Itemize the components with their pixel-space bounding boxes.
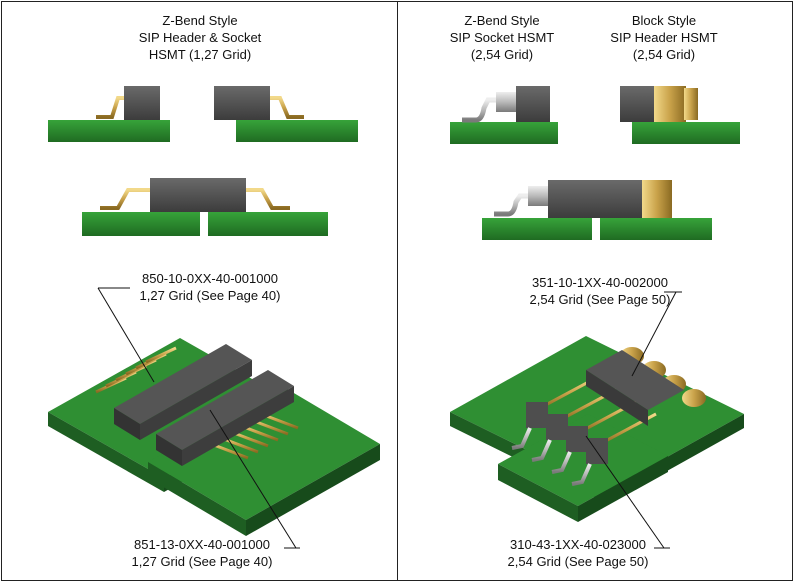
z-bend-pin xyxy=(270,96,304,119)
right-callout-bottom: 310-43-1XX-40-023000 2,54 Grid (See Page… xyxy=(498,536,658,570)
pcb-board xyxy=(498,414,668,506)
callout-leader xyxy=(631,291,677,377)
pcb-board xyxy=(632,122,740,144)
z-bend-pin xyxy=(246,188,290,210)
left-mated-pair xyxy=(82,178,328,236)
socket-body xyxy=(516,86,550,122)
callout-leader xyxy=(97,287,155,383)
header-body xyxy=(620,86,656,122)
left-panel-title: Z-Bend Style SIP Header & Socket HSMT (1… xyxy=(110,12,290,63)
pcb-board xyxy=(208,212,328,236)
header-body xyxy=(124,86,160,120)
left-isometric-assembly xyxy=(48,338,380,536)
pcb-board xyxy=(236,120,358,142)
mated-body xyxy=(150,178,246,212)
socket-body xyxy=(156,370,294,450)
right-top-header xyxy=(566,86,740,144)
left-callout-top-part: 850-10-0XX-40-001000 xyxy=(142,271,278,286)
panel-divider xyxy=(397,1,398,581)
left-callout-top-grid: 1,27 Grid (See Page 40) xyxy=(139,288,281,303)
right-callout-top: 351-10-1XX-40-002000 2,54 Grid (See Page… xyxy=(520,274,680,308)
callout-leader xyxy=(585,435,665,549)
right-title-a-line-1: Z-Bend Style xyxy=(464,13,540,28)
right-title-b-line-3: (2,54 Grid) xyxy=(632,47,696,62)
pcb-edge xyxy=(246,444,380,536)
left-callout-bottom: 851-13-0XX-40-001000 1,27 Grid (See Page… xyxy=(122,536,282,570)
socket-sleeve xyxy=(528,186,550,206)
header-body-front xyxy=(586,370,648,426)
left-callout-bottom-grid: 1,27 Grid (See Page 40) xyxy=(131,554,273,569)
right-callout-bottom-grid: 2,54 Grid (See Page 50) xyxy=(507,554,649,569)
right-panel-title-b: Block Style SIP Header HSMT (2,54 Grid) xyxy=(594,12,734,63)
right-title-a-line-2: SIP Socket HSMT xyxy=(449,30,555,45)
silver-pins xyxy=(511,427,592,486)
pcb-board xyxy=(450,122,558,144)
right-isometric-assembly xyxy=(450,336,744,522)
header-body-front xyxy=(140,360,252,440)
header-body xyxy=(114,344,252,424)
header-gold-block xyxy=(654,86,686,122)
pcb-edge xyxy=(48,412,164,492)
pcb-board xyxy=(148,386,380,520)
right-callout-top-grid: 2,54 Grid (See Page 50) xyxy=(529,292,671,307)
pcb-board xyxy=(48,120,170,142)
pcb-board xyxy=(82,212,200,236)
socket-body xyxy=(214,86,270,120)
socket-body-front xyxy=(182,386,294,466)
left-title-line-2: SIP Header & Socket xyxy=(138,30,262,45)
pcb-board xyxy=(600,218,712,240)
right-title-a-line-3: (2,54 Grid) xyxy=(470,47,534,62)
socket-sleeve xyxy=(496,92,518,112)
pcb-board xyxy=(482,218,592,240)
left-callout-bottom-part: 851-13-0XX-40-001000 xyxy=(134,537,270,552)
z-bend-pin xyxy=(494,193,530,217)
left-title-line-3: HSMT (1,27 Grid) xyxy=(148,47,252,62)
header-gold-end xyxy=(684,88,698,120)
socket-body-side xyxy=(156,434,182,466)
mated-body xyxy=(548,180,644,218)
header-gold-block xyxy=(642,180,672,218)
header-body-side xyxy=(114,408,140,440)
pcb-edge xyxy=(148,462,246,536)
callout-leader xyxy=(209,409,297,549)
left-top-header xyxy=(48,86,170,142)
right-top-socket xyxy=(450,86,558,144)
z-bend-pin xyxy=(96,96,126,119)
right-title-b-line-2: SIP Header HSMT xyxy=(610,30,718,45)
pcb-board xyxy=(450,336,744,490)
left-top-socket xyxy=(214,86,358,142)
left-title-line-1: Z-Bend Style xyxy=(162,13,238,28)
right-title-b-line-1: Block Style xyxy=(631,13,697,28)
right-panel-title-a: Z-Bend Style SIP Socket HSMT (2,54 Grid) xyxy=(432,12,572,63)
z-bend-pin xyxy=(462,97,498,123)
right-callout-bottom-part: 310-43-1XX-40-023000 xyxy=(510,537,646,552)
right-callout-top-part: 351-10-1XX-40-002000 xyxy=(532,275,668,290)
z-bend-pin xyxy=(100,188,150,210)
left-callout-top: 850-10-0XX-40-001000 1,27 Grid (See Page… xyxy=(130,270,290,304)
pcb-edge xyxy=(498,464,578,522)
right-mated-pair xyxy=(482,180,712,240)
header-body xyxy=(586,350,684,410)
